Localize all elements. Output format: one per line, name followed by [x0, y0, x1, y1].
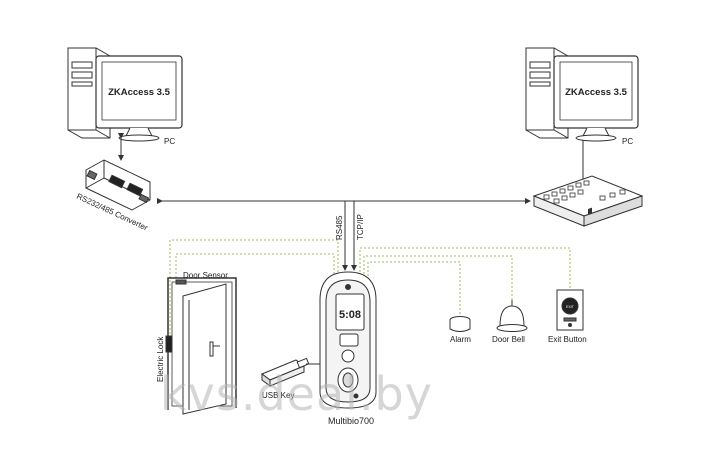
alarm: [449, 316, 471, 332]
right-pc: ZKAccess 3.5 PC: [525, 47, 639, 146]
rs232-485-converter: [85, 159, 151, 211]
exit-button-label: Exit Button: [548, 335, 587, 344]
multibio700-device: 5:08: [319, 271, 377, 409]
peripheral-wiring: [169, 239, 571, 338]
left-pc-monitor: ZKAccess 3.5: [95, 55, 183, 142]
watermark: kvs.deal.by: [160, 367, 433, 421]
left-pc-screen-text: ZKAccess 3.5: [108, 87, 171, 98]
door-sensor-label: Door Sensor: [183, 271, 228, 280]
network-switch: [532, 175, 644, 227]
left-pc: ZKAccess 3.5 PC: [67, 47, 183, 146]
exit-button: EXIT: [556, 289, 584, 331]
usb-key-label: USB Key: [262, 391, 294, 400]
electric-lock-label: Electric Lock: [156, 336, 165, 382]
usb-key: [260, 357, 310, 387]
left-pc-label: PC: [164, 137, 175, 146]
tcpip-label: TCP/IP: [356, 214, 365, 240]
door-bell-label: Door Bell: [492, 335, 525, 344]
alarm-label: Alarm: [450, 335, 471, 344]
right-pc-label: PC: [622, 137, 633, 146]
svg-text:EXIT: EXIT: [566, 305, 575, 309]
rs485-label: RS485: [335, 215, 344, 240]
door-bell: [496, 300, 528, 332]
right-pc-monitor: ZKAccess 3.5: [553, 55, 639, 142]
svg-text:5:08: 5:08: [339, 309, 361, 321]
door: [165, 277, 237, 415]
device-label: Multibio700: [328, 416, 374, 426]
right-pc-screen-text: ZKAccess 3.5: [565, 87, 628, 98]
